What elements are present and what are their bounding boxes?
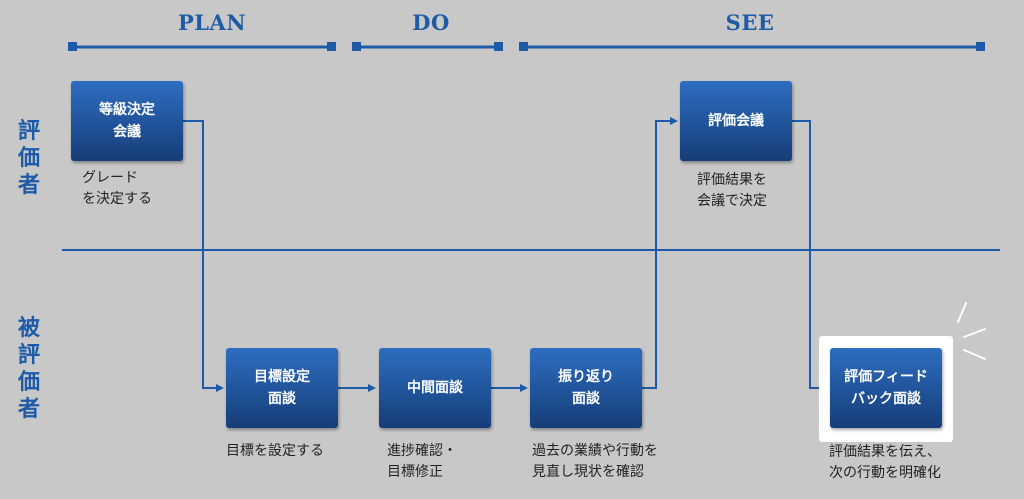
feedback-interview-box: 評価フィード バック面談	[830, 348, 942, 428]
evaluation-meeting-box: 評価会議	[680, 81, 792, 161]
connector-grade-to-goal	[183, 120, 224, 392]
phase-bar-plan	[68, 42, 336, 51]
phase-bar-see	[519, 42, 985, 51]
goal-setting-caption: 目標を設定する	[226, 443, 324, 459]
phase-label-see: SEE	[725, 10, 775, 35]
review-interview-box: 振り返り 面談	[530, 348, 642, 428]
connector-evaluation-to-feedback	[792, 120, 829, 392]
midterm-interview-box: 中間面談	[379, 348, 491, 428]
connector-review-to-evaluation	[642, 117, 678, 389]
role-label-evaluator: 評 価 者	[17, 118, 40, 198]
grade-decision-caption: グレード を決定する	[82, 170, 152, 207]
phase-bar-do	[352, 42, 503, 51]
goal-setting-interview-box: 目標設定 面談	[226, 348, 338, 428]
review-interview-caption: 過去の業績や行動を 見直し現状を確認	[532, 443, 658, 480]
feedback-interview-caption: 評価結果を伝え、 次の行動を明確化	[829, 444, 941, 481]
evaluation-meeting-caption: 評価結果を 会議で決定	[697, 172, 767, 209]
emphasis-sparkle-icon	[957, 302, 986, 360]
role-label-evaluatee: 被 評 価 者	[17, 315, 40, 422]
grade-decision-meeting-box: 等級決定 会議	[71, 81, 183, 161]
midterm-interview-caption: 進捗確認・ 目標修正	[387, 443, 457, 480]
phase-label-do: DO	[412, 10, 450, 35]
phase-label-plan: PLAN	[177, 10, 247, 35]
